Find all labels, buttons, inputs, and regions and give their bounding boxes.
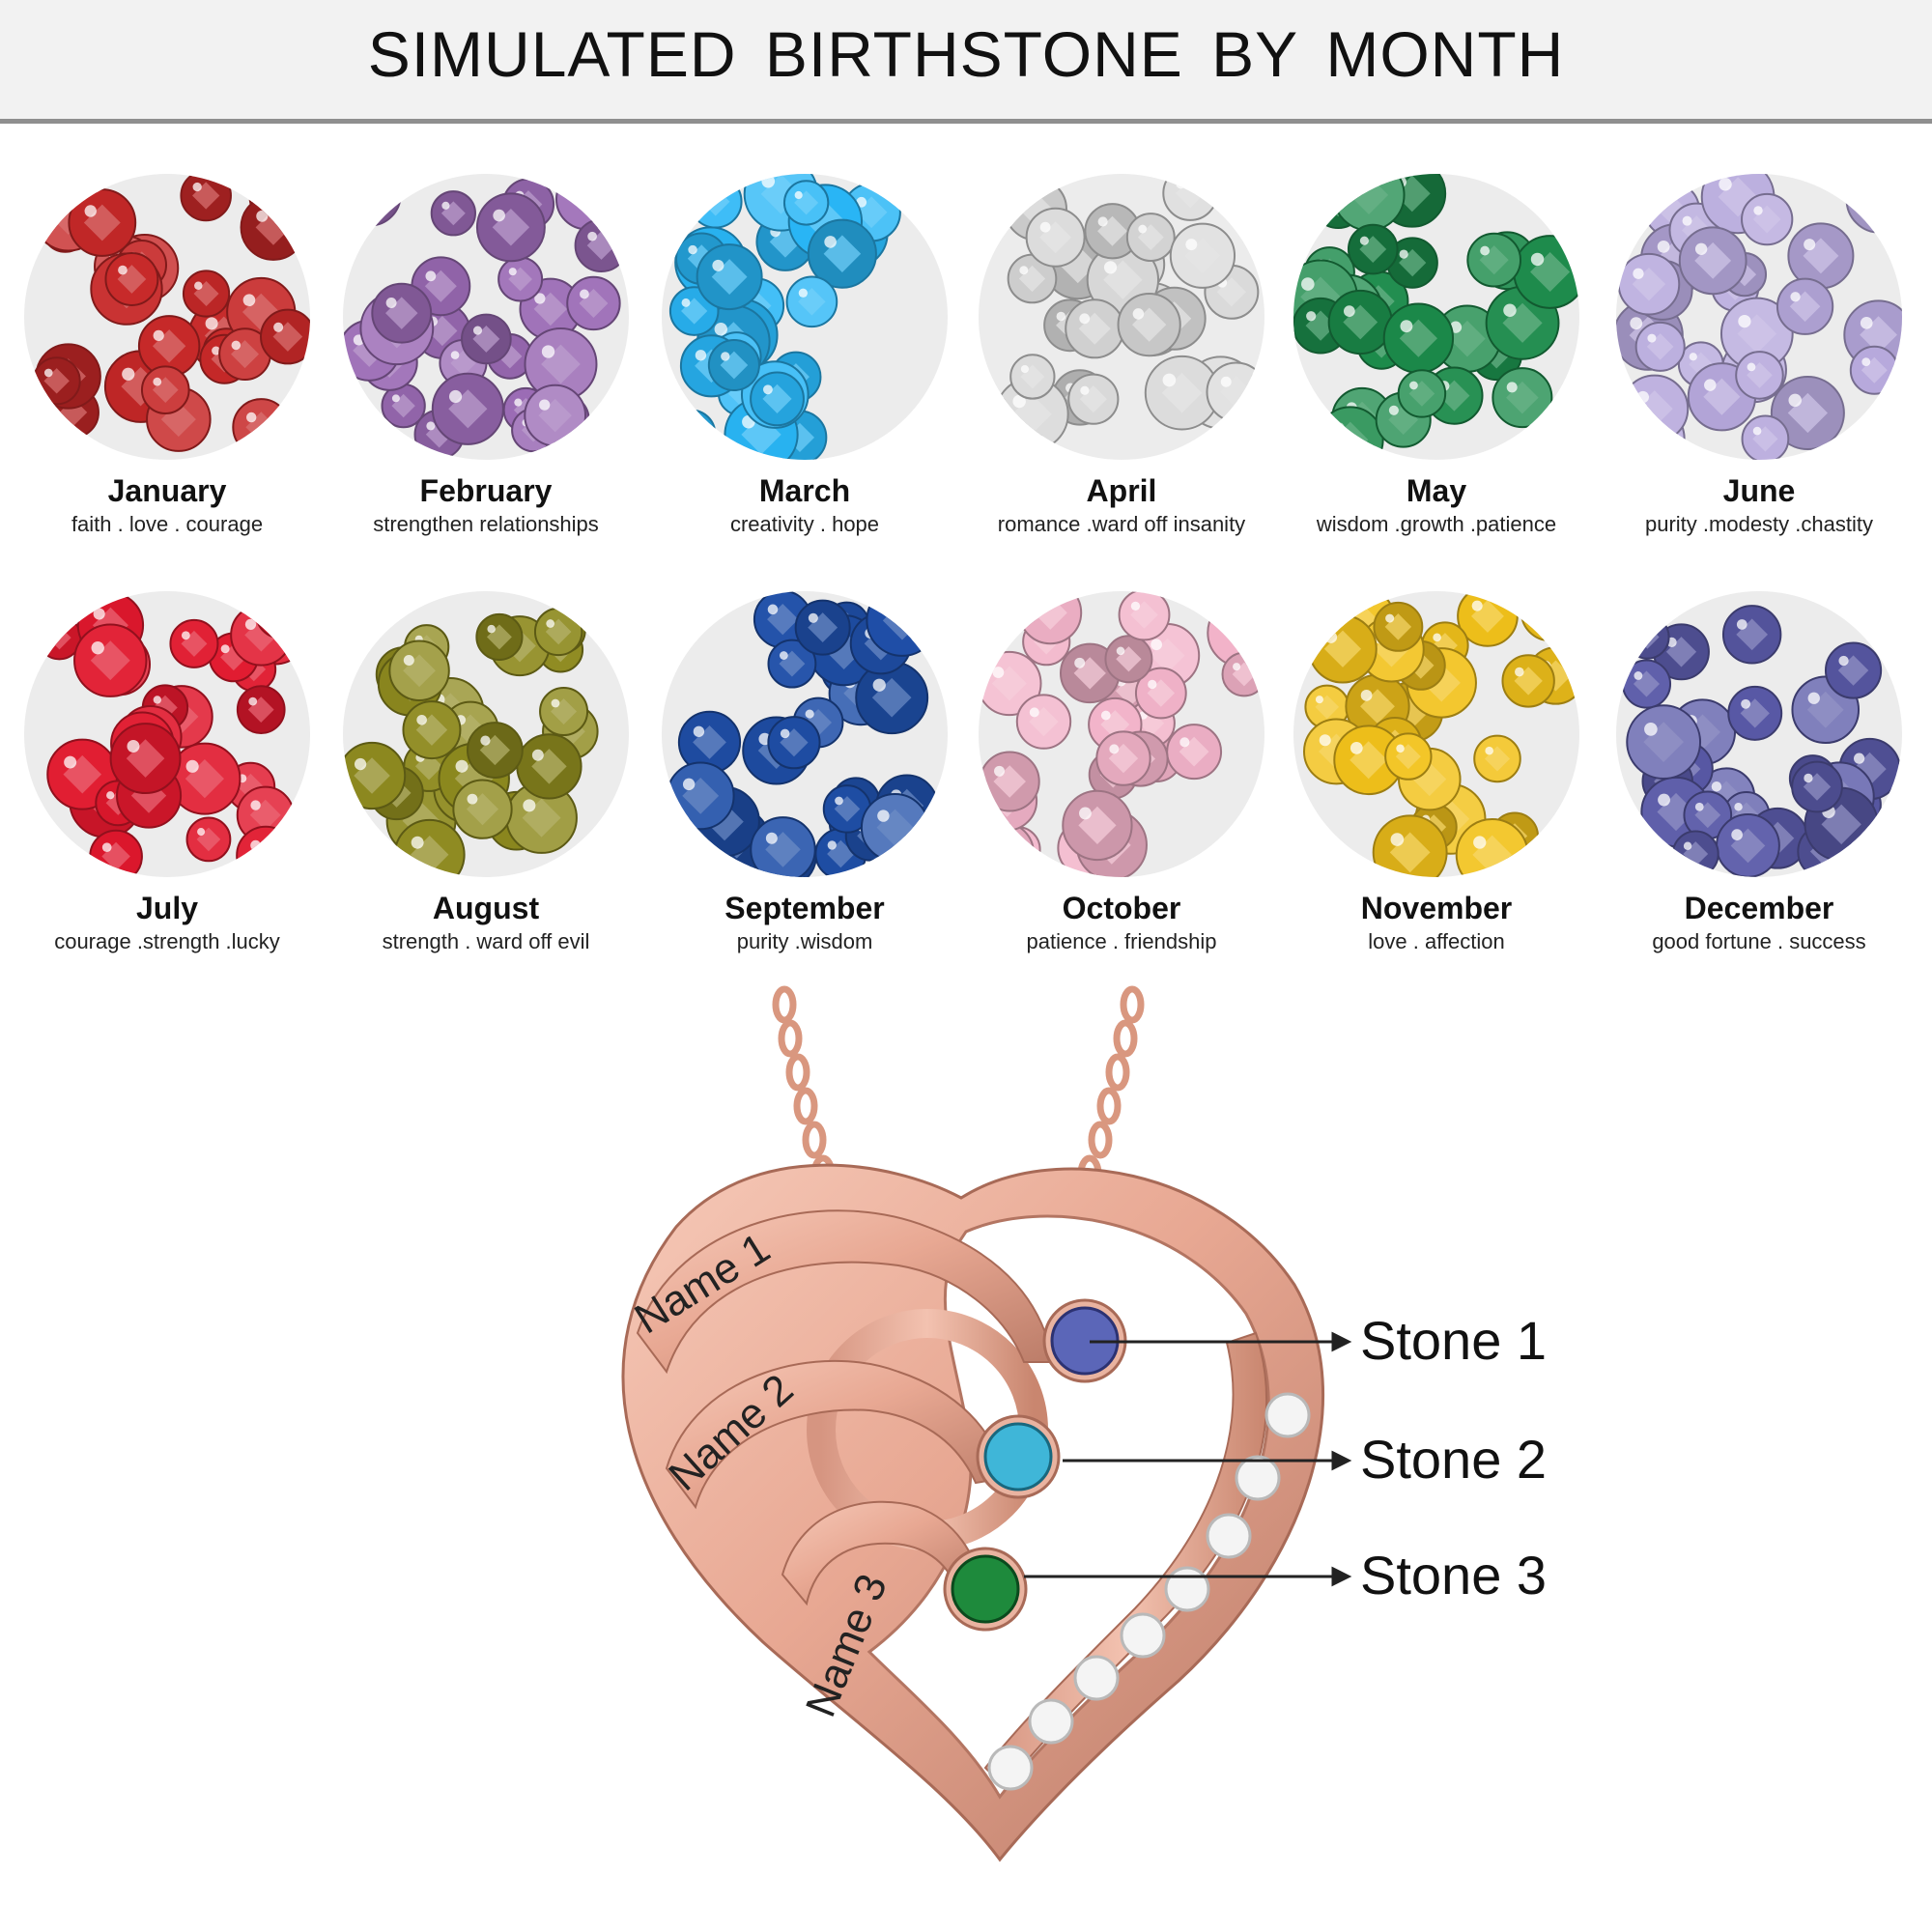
- tanzanite-stones-icon: [1616, 591, 1902, 877]
- chain-icon: [772, 985, 1145, 1193]
- month-meaning: purity .wisdom: [736, 929, 873, 953]
- stone-3-label: Stone 3: [1360, 1545, 1548, 1605]
- birthstone-grid: January faith . love . courage February …: [8, 174, 1918, 958]
- stone-1-label: Stone 1: [1360, 1310, 1548, 1371]
- diamond-stones-icon: [979, 174, 1264, 460]
- month-meaning: strengthen relationships: [373, 512, 599, 536]
- citrine-stones-icon: [1293, 591, 1579, 877]
- month-card-june: June purity .modesty .chastity: [1600, 174, 1918, 541]
- accent-stone-icon: [1164, 1566, 1210, 1612]
- heart-pendant-icon: [621, 985, 1352, 1862]
- callout-lines: [1024, 1331, 1352, 1587]
- month-name: August: [432, 891, 540, 925]
- month-card-september: September purity .wisdom: [645, 591, 964, 958]
- accent-stone-icon: [1073, 1655, 1120, 1701]
- stone-3-icon: [943, 1547, 1028, 1632]
- accent-stone-icon: [987, 1745, 1034, 1791]
- month-card-march: March creativity . hope: [645, 174, 964, 541]
- accent-stone-icon: [1235, 1455, 1281, 1501]
- heart-pendant-illustration: Name 1 Name 2 Name 3 Stone 1 Stone 2 Sto…: [0, 985, 1932, 1932]
- month-card-november: November love . affection: [1277, 591, 1596, 958]
- accent-stone-icon: [1206, 1513, 1252, 1559]
- month-card-april: April romance .ward off insanity: [962, 174, 1281, 541]
- month-name: July: [135, 891, 199, 925]
- amethyst-stones-icon: [343, 174, 629, 460]
- page-title: SIMULATED BIRTHSTONE BY MONTH: [367, 18, 1565, 90]
- month-name: March: [758, 473, 851, 508]
- month-card-january: January faith . love . courage: [8, 174, 327, 541]
- month-meaning: faith . love . courage: [71, 512, 264, 536]
- month-meaning: wisdom .growth .patience: [1316, 512, 1557, 536]
- month-name: May: [1406, 473, 1467, 508]
- month-card-july: July courage .strength .lucky: [8, 591, 327, 958]
- sapphire-stones-icon: [662, 591, 948, 877]
- accent-stone-icon: [1028, 1698, 1074, 1745]
- alexandrite-stones-icon: [1616, 174, 1902, 460]
- month-meaning: romance .ward off insanity: [997, 512, 1246, 536]
- month-meaning: strength . ward off evil: [382, 929, 590, 953]
- garnet-stones-icon: [24, 174, 310, 460]
- month-name: December: [1684, 891, 1834, 925]
- month-card-december: December good fortune . success: [1600, 591, 1918, 958]
- month-name: February: [419, 473, 553, 508]
- month-meaning: good fortune . success: [1652, 929, 1866, 953]
- pink-tourmaline-stones-icon: [979, 591, 1264, 877]
- accent-stones: [987, 1392, 1311, 1791]
- aquamarine-stones-icon: [662, 174, 948, 460]
- month-name: June: [1722, 473, 1796, 508]
- accent-stone-icon: [1120, 1612, 1166, 1659]
- month-name: November: [1360, 891, 1513, 925]
- month-card-october: October patience . friendship: [962, 591, 1281, 958]
- month-name: April: [1086, 473, 1157, 508]
- month-card-august: August strength . ward off evil: [327, 591, 645, 958]
- month-card-february: February strengthen relationships: [327, 174, 645, 541]
- emerald-stones-icon: [1293, 174, 1579, 460]
- month-meaning: love . affection: [1368, 929, 1505, 953]
- month-card-may: May wisdom .growth .patience: [1277, 174, 1596, 541]
- month-name: October: [1062, 891, 1181, 925]
- header-banner: SIMULATED BIRTHSTONE BY MONTH: [0, 0, 1932, 124]
- stone-1-icon: [1042, 1298, 1127, 1383]
- month-name: September: [724, 891, 885, 925]
- stone-2-label: Stone 2: [1360, 1429, 1548, 1490]
- month-name: January: [107, 473, 227, 508]
- stone-2-icon: [976, 1414, 1061, 1499]
- month-meaning: purity .modesty .chastity: [1645, 512, 1873, 536]
- ruby-stones-icon: [24, 591, 310, 877]
- month-meaning: patience . friendship: [1026, 929, 1217, 953]
- accent-stone-icon: [1264, 1392, 1311, 1438]
- month-meaning: courage .strength .lucky: [54, 929, 280, 953]
- peridot-stones-icon: [343, 591, 629, 877]
- month-meaning: creativity . hope: [729, 512, 880, 536]
